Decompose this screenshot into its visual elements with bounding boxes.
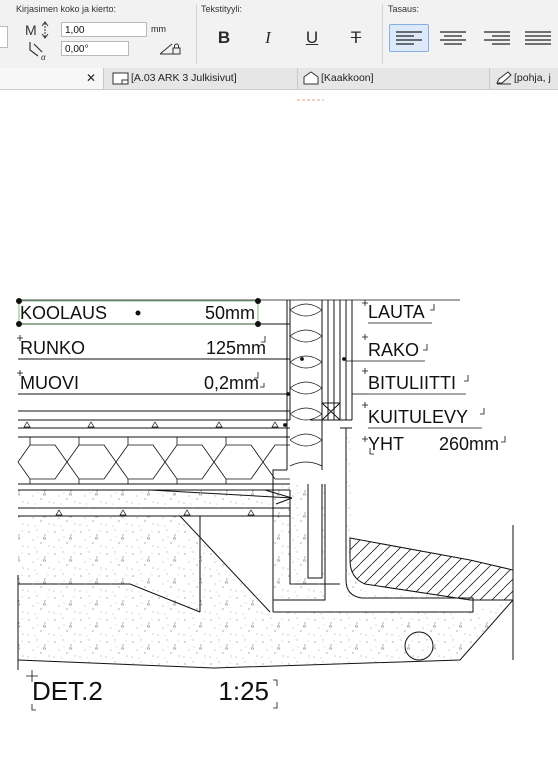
floor-plan-icon — [496, 71, 512, 85]
layer-name-runko[interactable]: RUNKO — [20, 338, 85, 358]
alignment-section-label: Tasaus: — [388, 4, 420, 14]
align-justify-icon — [525, 31, 551, 45]
underline-button[interactable]: U — [305, 28, 319, 47]
font-size-section-label: Kirjasimen koko ja kierto: — [16, 4, 117, 14]
section-divider — [196, 4, 197, 64]
detail-title: DET.2 1:25 — [32, 676, 269, 706]
text-rotation-icon: α — [29, 42, 46, 62]
detail-title-marks — [26, 670, 278, 711]
svg-text:M: M — [25, 22, 37, 38]
align-right-icon — [484, 31, 510, 45]
italic-button[interactable]: I — [265, 28, 271, 47]
text-style-section-label: Tekstityyli: — [201, 4, 243, 14]
layer-value-muovi[interactable]: 0,2mm — [204, 373, 259, 393]
align-left-icon — [396, 31, 422, 45]
tab-label: [pohja, j — [514, 72, 551, 84]
layer-name-koolaus[interactable]: KOOLAUS — [20, 303, 107, 323]
selected-text-box[interactable] — [16, 298, 261, 327]
total-value[interactable]: 260mm — [439, 434, 499, 454]
label-lauta[interactable]: LAUTA — [368, 302, 425, 322]
align-right-button[interactable] — [477, 24, 517, 52]
tab-label: [Kaakkoon] — [321, 72, 374, 84]
elevation-house-icon — [303, 71, 319, 85]
font-size-input[interactable]: 1,00 — [61, 22, 147, 37]
align-justify-button[interactable] — [521, 24, 558, 52]
concrete-screed — [18, 490, 290, 508]
drawing-canvas[interactable]: KOOLAUS 50mm RUNKO 125mm MUOVI 0,2mm LAU… — [0, 90, 558, 778]
tab-elevation-view[interactable]: [Kaakkoon] — [299, 68, 490, 89]
tab-floor-plan[interactable]: [pohja, j — [491, 68, 558, 89]
svg-text:α: α — [41, 53, 46, 62]
concrete-footing — [18, 584, 513, 668]
text-height-icon: M — [25, 21, 49, 39]
total-label[interactable]: YHT — [368, 434, 404, 454]
concrete-slab — [18, 516, 270, 612]
detail-label[interactable]: DET.2 — [32, 676, 103, 706]
detail-scale[interactable]: 1:25 — [218, 676, 269, 706]
collapsed-panel-handle[interactable] — [0, 26, 8, 48]
section-divider — [382, 4, 383, 64]
text-corner-marks — [17, 335, 266, 388]
layer-value-runko[interactable]: 125mm — [206, 338, 266, 358]
layer-value-koolaus[interactable]: 50mm — [205, 303, 255, 323]
strikethrough-button[interactable]: T — [350, 28, 362, 47]
view-tab-bar: ✕ [A.03 ARK 3 Julkisivut] [Kaakkoon] [po… — [0, 68, 558, 90]
angle-lock-icon[interactable] — [158, 40, 184, 58]
layout-sheet-icon — [112, 72, 129, 85]
label-bituliitti[interactable]: BITULIITTI — [368, 373, 456, 393]
align-center-icon — [440, 31, 466, 45]
tab-label: [A.03 ARK 3 Julkisivut] — [131, 72, 237, 84]
font-size-unit: mm — [151, 24, 166, 34]
rotation-angle-input[interactable]: 0,00° — [61, 41, 129, 56]
concrete-wall — [273, 484, 325, 600]
label-rako[interactable]: RAKO — [368, 340, 419, 360]
align-center-button[interactable] — [433, 24, 473, 52]
tab-active[interactable]: ✕ — [0, 68, 104, 89]
align-left-button[interactable] — [389, 24, 429, 52]
close-tab-icon[interactable]: ✕ — [85, 71, 96, 85]
right-layer-labels: LAUTA RAKO BITULIITTI KUITULEVY YHT 260m… — [368, 302, 499, 454]
label-kuitulevy[interactable]: KUITULEVY — [368, 407, 468, 427]
text-toolbar: Kirjasimen koko ja kierto: M 1,00 mm α 0… — [0, 0, 558, 69]
bold-button[interactable]: B — [217, 28, 231, 47]
layer-table: KOOLAUS 50mm RUNKO 125mm MUOVI 0,2mm — [20, 303, 266, 393]
layer-name-muovi[interactable]: MUOVI — [20, 373, 79, 393]
tab-elevation[interactable]: [A.03 ARK 3 Julkisivut] — [105, 68, 298, 89]
leader-lines — [283, 300, 506, 455]
